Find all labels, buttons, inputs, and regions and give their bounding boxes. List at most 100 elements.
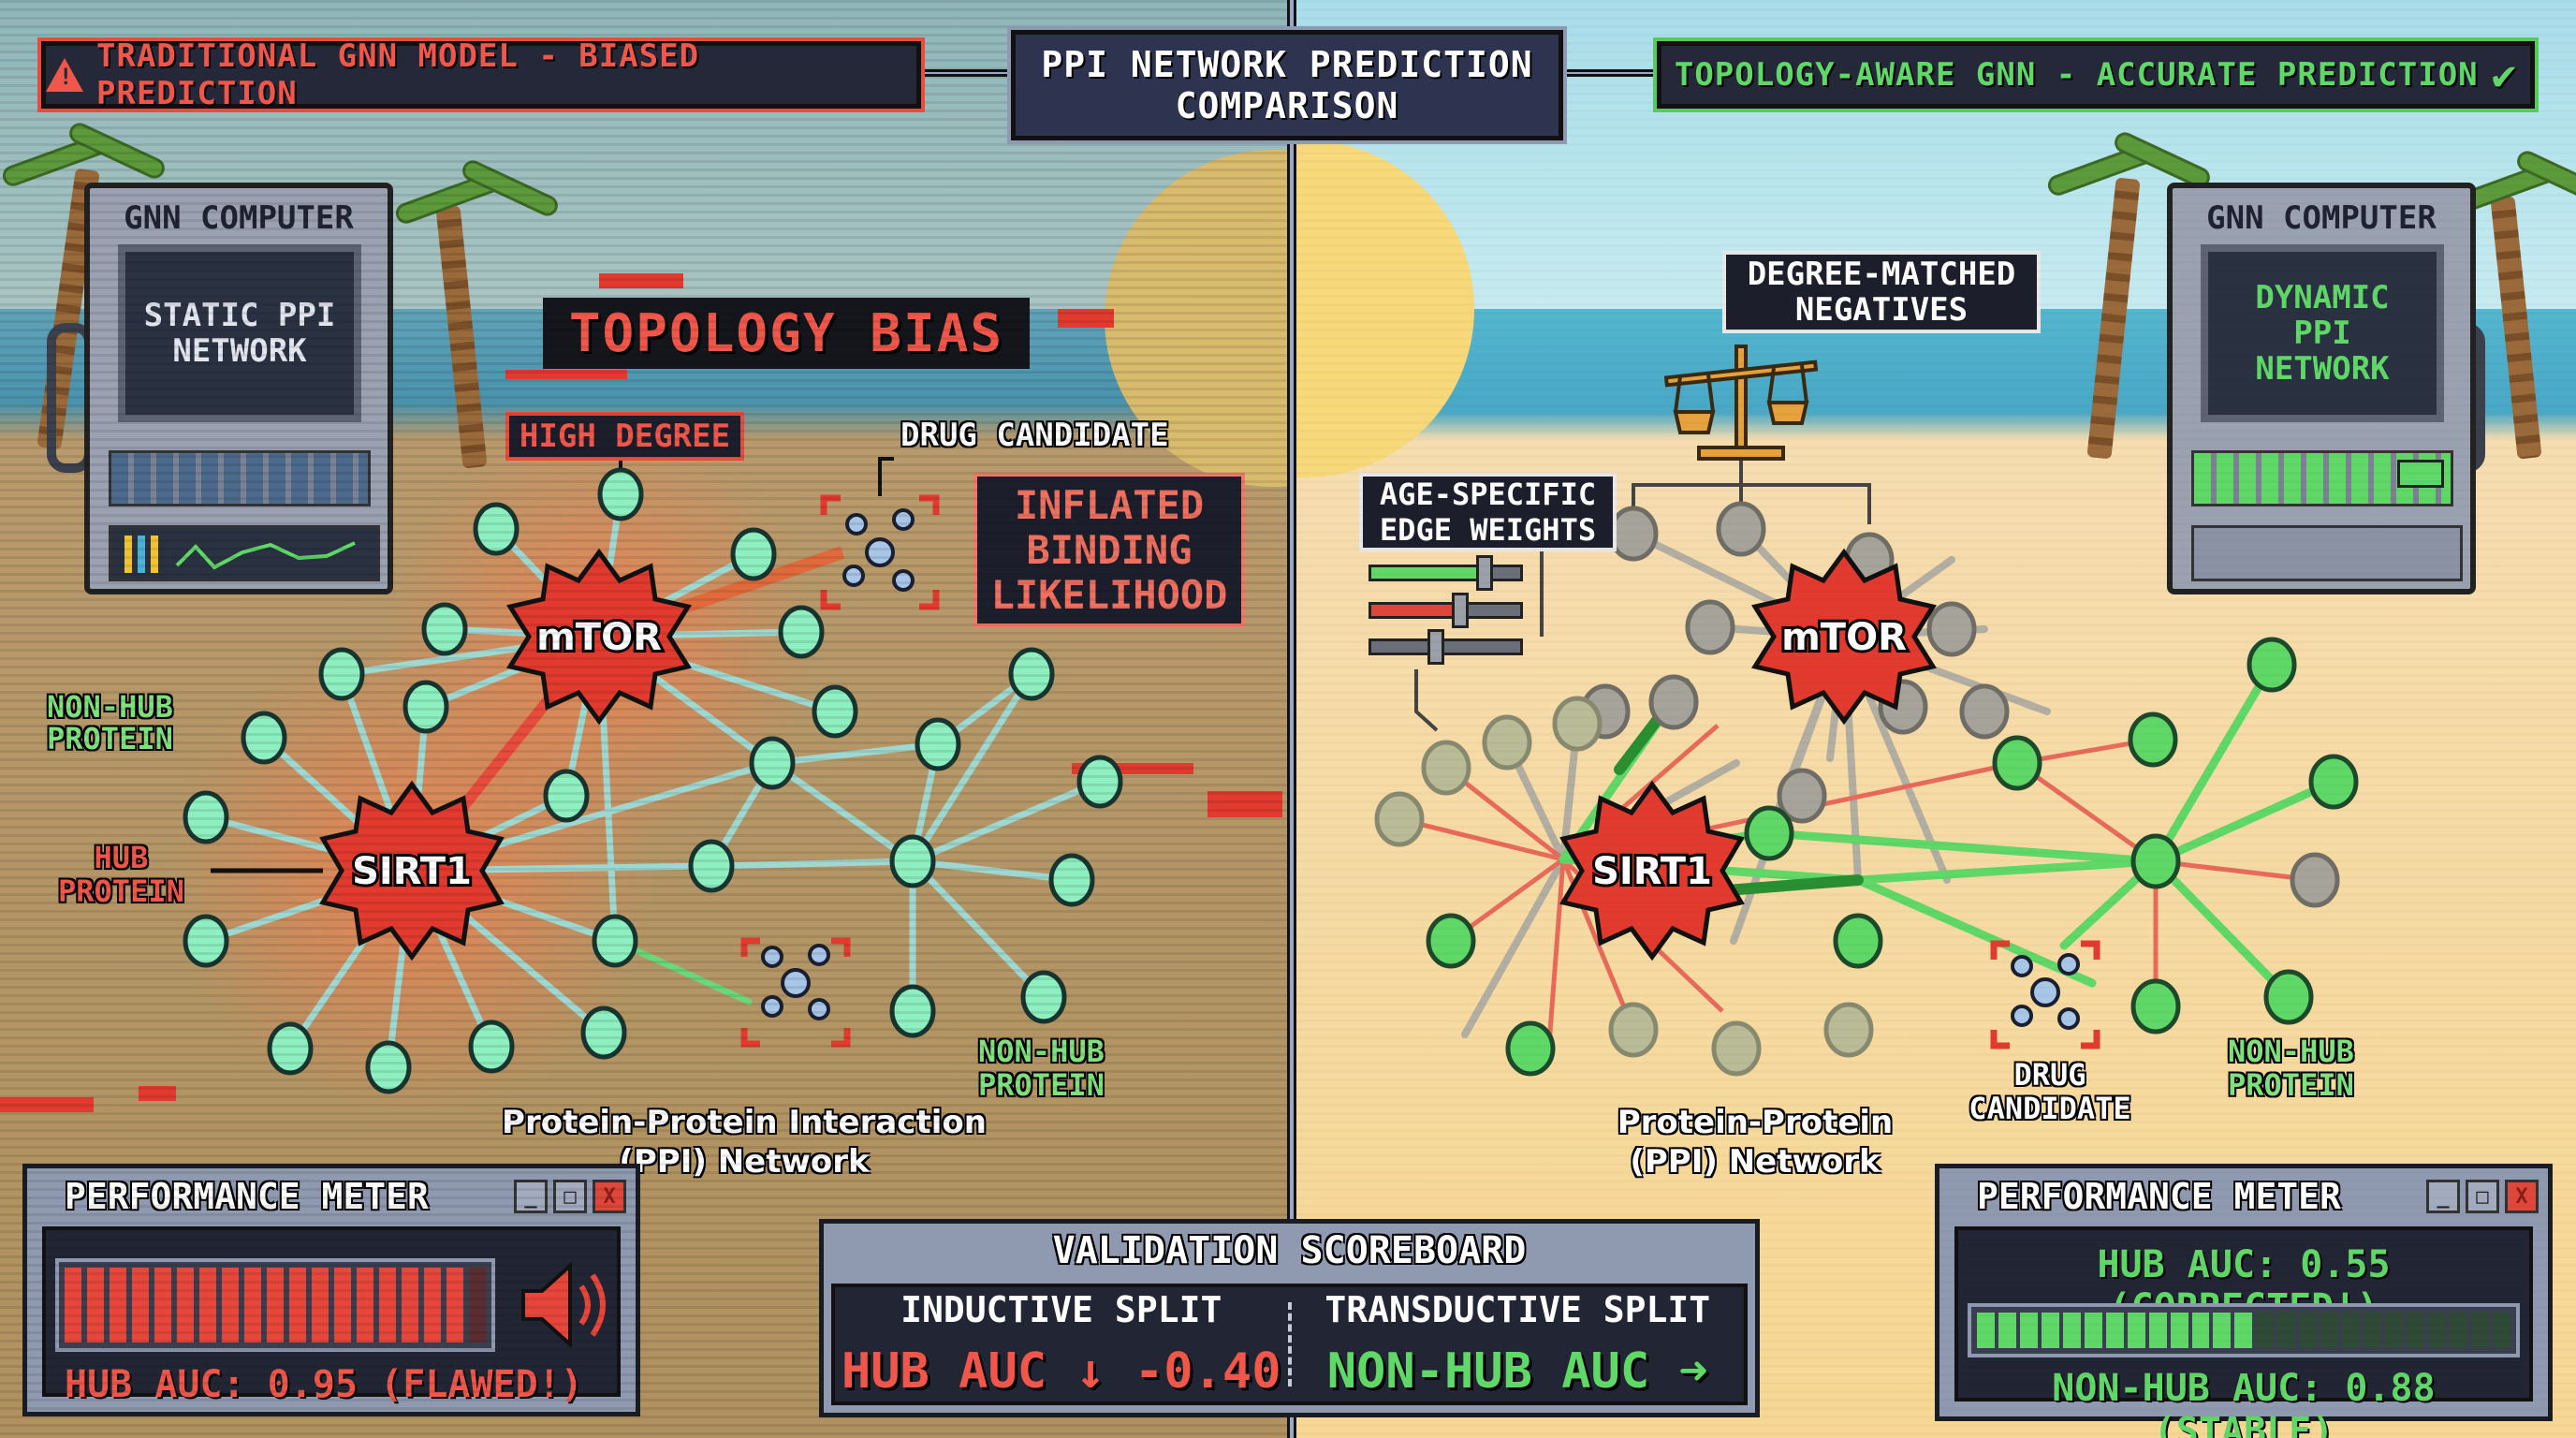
label-line: NEGATIVES — [1794, 291, 1969, 329]
panel-divider — [1287, 0, 1296, 1438]
hub-node-mtor: mTOR — [506, 548, 692, 726]
glitch-bar — [505, 370, 627, 379]
label-line: NON-HUB — [978, 1034, 1105, 1069]
window-controls: _ □ X — [514, 1180, 626, 1213]
non-hub-protein-label: NON-HUB PROTEIN — [2228, 1034, 2354, 1102]
computer-body: GNN COMPUTER STATIC PPI NETWORK — [84, 183, 393, 594]
slider-handle[interactable] — [1452, 593, 1469, 628]
scoreboard-title: VALIDATION SCOREBOARD — [1052, 1229, 1527, 1272]
caption-line: (PPI) Network — [1630, 1143, 1881, 1181]
screen-line: NETWORK — [172, 332, 307, 370]
edge-weight-slider-2[interactable] — [1368, 593, 1523, 628]
label-text: HIGH DEGREE — [519, 418, 731, 455]
header-connector — [921, 69, 1011, 77]
svg-text:mTOR: mTOR — [1781, 616, 1907, 659]
hub-node-mtor: mTOR — [1751, 548, 1937, 726]
slider-handle[interactable] — [1427, 629, 1444, 665]
label-line: DRUG — [2013, 1057, 2086, 1093]
non-hub-auc-steady: NON-HUB AUC ➜ — [1326, 1343, 1708, 1400]
glitch-bar — [0, 1097, 94, 1112]
slider-handle[interactable] — [1476, 555, 1493, 591]
label-line: EDGE WEIGHTS — [1379, 512, 1597, 548]
power-button[interactable] — [2397, 460, 2444, 488]
header-text: TRADITIONAL GNN MODEL - BIASED PREDICTIO… — [96, 37, 700, 112]
age-specific-edge-weights-label: AGE-SPECIFIC EDGE WEIGHTS — [1359, 473, 1617, 551]
label-line: DEGREE-MATCHED — [1747, 256, 2016, 293]
svg-text:SIRT1: SIRT1 — [1592, 850, 1712, 893]
ppi-network-biased: mTOR SIRT1 — [168, 421, 1123, 1114]
svg-text:SIRT1: SIRT1 — [352, 850, 472, 893]
ppi-network-accurate: mTOR SIRT1 — [1374, 345, 2359, 1077]
topology-bias-banner: TOPOLOGY BIAS — [543, 298, 1030, 369]
target-brackets-icon — [1990, 940, 2100, 1049]
label-line: PROTEIN — [2228, 1067, 2354, 1103]
line-chart-icon — [124, 536, 356, 573]
checkmark-icon: ✔ — [2491, 51, 2518, 99]
drug-candidate-label: DRUG CANDIDATE — [1956, 1058, 2144, 1125]
drug-candidate-label: DRUG CANDIDATE — [900, 417, 1169, 454]
window-title: PERFORMANCE METER — [1977, 1176, 2341, 1217]
drug-candidate-molecule-icon — [2011, 953, 2080, 1030]
performance-meter-window-left: PERFORMANCE METER _ □ X HUB AUC: 0.95 (F… — [22, 1164, 640, 1416]
window-controls: _ □ X — [2426, 1180, 2539, 1213]
drug-candidate-molecule-icon — [761, 508, 915, 1020]
edge-weight-slider-1[interactable] — [1368, 555, 1523, 591]
performance-bar — [1968, 1303, 2520, 1357]
chart-display — [109, 525, 380, 581]
callout-line: BINDING — [1026, 526, 1193, 573]
balance-scale-icon — [1663, 345, 1819, 461]
maximize-button[interactable]: □ — [2466, 1180, 2499, 1213]
close-button[interactable]: X — [593, 1180, 626, 1213]
keyboard — [109, 450, 371, 506]
label-line: PROTEIN — [58, 873, 184, 909]
glitch-bar — [1058, 309, 1114, 328]
header-text: TOPOLOGY-AWARE GNN - ACCURATE PREDICTION — [1674, 56, 2479, 94]
performance-meter-window-right: PERFORMANCE METER _ □ X HUB AUC: 0.55 (C… — [1935, 1164, 2553, 1438]
screen-line: NETWORK — [2255, 350, 2390, 388]
screen-line: DYNAMIC — [2255, 279, 2390, 316]
inflated-binding-callout: INFLATED BINDING LIKELIHOOD — [973, 473, 1245, 627]
computer-label: GNN COMPUTER — [124, 199, 354, 237]
hub-protein-label: HUB PROTEIN — [58, 841, 184, 908]
edge-weight-slider-3[interactable] — [1368, 629, 1523, 665]
accurate-model-header: TOPOLOGY-AWARE GNN - ACCURATE PREDICTION… — [1653, 37, 2539, 112]
degree-matched-negatives-label: DEGREE-MATCHED NEGATIVES — [1722, 251, 2041, 333]
callout-line: INFLATED — [1014, 481, 1205, 528]
banner-text: TOPOLOGY BIAS — [568, 302, 1004, 364]
validation-scoreboard: VALIDATION SCOREBOARD INDUCTIVE SPLIT HU… — [819, 1219, 1760, 1417]
meter-body: HUB AUC: 0.55 (CORRECTED!) NON-HUB AUC: … — [1954, 1226, 2533, 1438]
computer-base — [2191, 525, 2463, 581]
minimize-button[interactable]: _ — [514, 1180, 548, 1213]
biased-model-header: TRADITIONAL GNN MODEL - BIASED PREDICTIO… — [37, 37, 925, 112]
hub-node-sirt1: SIRT1 — [1559, 780, 1745, 961]
target-brackets-icon — [740, 494, 940, 1048]
caption-line: Protein-Protein Interaction — [502, 1104, 987, 1141]
glitch-bar — [1208, 791, 1282, 817]
label-line: PROTEIN — [978, 1067, 1105, 1103]
speaker-icon — [521, 1261, 606, 1349]
computer-screen: STATIC PPI NETWORK — [118, 244, 361, 422]
glitch-bar — [139, 1086, 176, 1101]
warning-triangle-icon — [46, 58, 83, 92]
glitch-bar — [599, 273, 683, 288]
window-title: PERFORMANCE METER — [65, 1176, 429, 1217]
label-line: NON-HUB — [47, 689, 173, 725]
gnn-computer-static: GNN COMPUTER STATIC PPI NETWORK — [47, 183, 421, 594]
transductive-split-column: TRANSDUCTIVE SPLIT NON-HUB AUC ➜ — [1292, 1287, 1745, 1401]
title-line: PPI NETWORK PREDICTION — [1041, 44, 1533, 85]
comparison-title: PPI NETWORK PREDICTION COMPARISON — [1007, 26, 1567, 144]
scoreboard-body: INDUCTIVE SPLIT HUB AUC ↓ -0.40 TRANSDUC… — [831, 1284, 1748, 1405]
label-line: NON-HUB — [2228, 1034, 2354, 1069]
close-button[interactable]: X — [2505, 1180, 2539, 1213]
computer-screen: DYNAMIC PPI NETWORK — [2201, 244, 2444, 422]
caption-line: Protein-Protein — [1617, 1104, 1894, 1141]
minimize-button[interactable]: _ — [2426, 1180, 2460, 1213]
non-hub-protein-label: NON-HUB PROTEIN — [47, 691, 173, 755]
non-hub-protein-label: NON-HUB PROTEIN — [978, 1034, 1105, 1102]
maximize-button[interactable]: □ — [553, 1180, 587, 1213]
meter-body: HUB AUC: 0.95 (FLAWED!) — [42, 1226, 621, 1406]
screen-line: STATIC PPI — [143, 297, 336, 334]
hub-auc-drop: HUB AUC ↓ -0.40 — [841, 1343, 1281, 1400]
computer-body: GNN COMPUTER DYNAMIC PPI NETWORK — [2167, 183, 2476, 594]
gnn-computer-dynamic: GNN COMPUTER DYNAMIC PPI NETWORK — [2130, 183, 2504, 594]
